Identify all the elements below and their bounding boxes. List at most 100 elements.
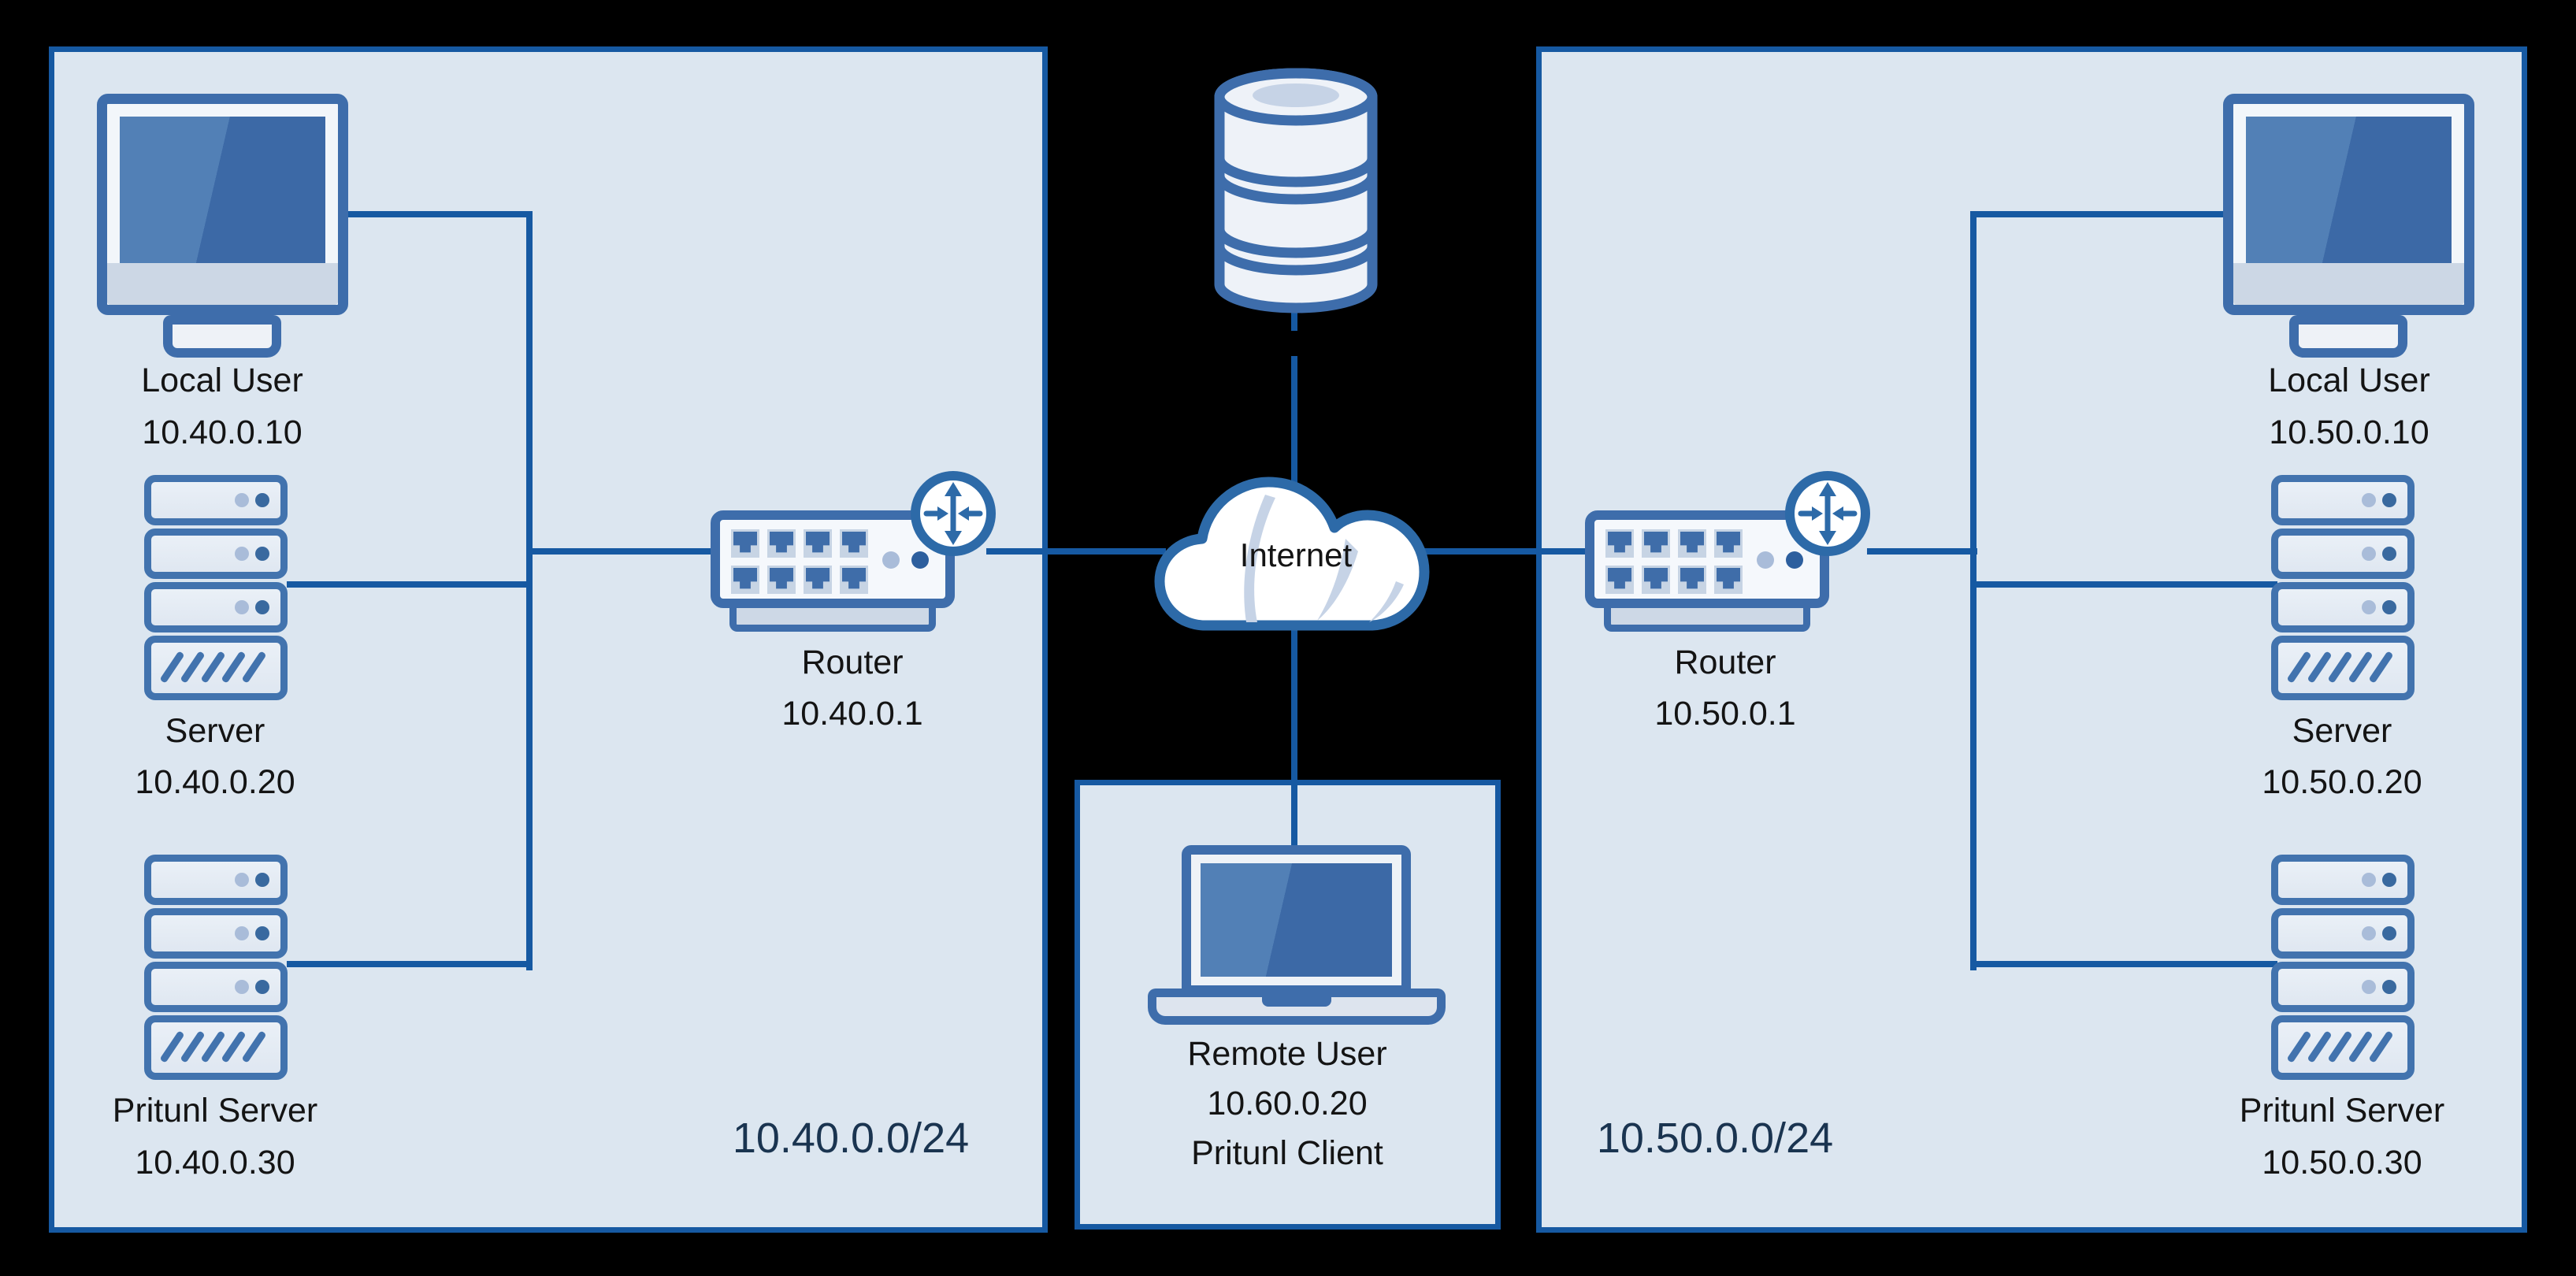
led-icon bbox=[2382, 873, 2396, 887]
led-icon bbox=[1757, 551, 1774, 569]
monitor-frame bbox=[97, 94, 348, 315]
led-icon bbox=[255, 926, 269, 940]
subnet-label: 10.40.0.0/24 bbox=[732, 1115, 970, 1162]
router-label: Router bbox=[801, 644, 904, 681]
led-icon bbox=[235, 600, 249, 614]
server-unit bbox=[2271, 475, 2415, 525]
server-label: Server bbox=[2292, 712, 2392, 750]
router-base bbox=[729, 608, 936, 632]
router-icon bbox=[711, 471, 999, 633]
led-icon bbox=[2362, 600, 2376, 614]
connection-line bbox=[1291, 356, 1297, 486]
router-icon bbox=[1585, 471, 1873, 633]
connection-line bbox=[287, 961, 533, 967]
connection-line bbox=[986, 548, 1166, 555]
laptop-base bbox=[1148, 989, 1446, 1025]
led-icon bbox=[255, 600, 269, 614]
ethernet-port-icon bbox=[731, 566, 759, 594]
ethernet-port-icon bbox=[1642, 566, 1670, 594]
server-unit bbox=[2271, 855, 2415, 905]
led-icon bbox=[2362, 926, 2376, 940]
ethernet-port-icon bbox=[767, 566, 796, 594]
monitor-screen bbox=[120, 117, 325, 263]
database-icon bbox=[1214, 68, 1378, 313]
desktop-computer-icon bbox=[97, 94, 349, 358]
led-icon bbox=[235, 873, 249, 887]
pritunl-server-icon bbox=[144, 855, 288, 1080]
server-unit bbox=[2271, 962, 2415, 1012]
monitor-stand bbox=[163, 315, 281, 358]
desktop-computer-icon bbox=[2223, 94, 2475, 358]
pritunl-server-ip: 10.40.0.30 bbox=[135, 1144, 295, 1181]
connection-line bbox=[287, 581, 533, 588]
routing-symbol-icon bbox=[911, 471, 996, 556]
led-icon bbox=[2382, 926, 2396, 940]
server-unit bbox=[2271, 908, 2415, 959]
pritunl-server-label: Pritunl Server bbox=[2239, 1092, 2445, 1129]
server-unit bbox=[144, 529, 288, 579]
led-icon bbox=[255, 493, 269, 507]
ethernet-port-icon bbox=[1678, 566, 1706, 594]
ethernet-port-icon bbox=[1605, 529, 1634, 558]
local-user-label: Local User bbox=[141, 362, 303, 399]
led-icon bbox=[2382, 493, 2396, 507]
connection-line bbox=[1970, 581, 2277, 588]
server-vent-unit bbox=[144, 1015, 288, 1080]
led-icon bbox=[235, 547, 249, 561]
server-label: Server bbox=[165, 712, 265, 750]
led-icon bbox=[235, 926, 249, 940]
ethernet-port-icon bbox=[1678, 529, 1706, 558]
internet-label: Internet bbox=[1239, 536, 1353, 573]
local-user-label: Local User bbox=[2268, 362, 2430, 399]
monitor-bezel bbox=[107, 263, 338, 305]
led-icon bbox=[2382, 600, 2396, 614]
ethernet-port-icon bbox=[767, 529, 796, 558]
server-unit bbox=[144, 908, 288, 959]
monitor-stand bbox=[2289, 315, 2407, 358]
router-label: Router bbox=[1674, 644, 1776, 681]
led-icon bbox=[2382, 547, 2396, 561]
led-icon bbox=[255, 547, 269, 561]
ethernet-port-icon bbox=[1642, 529, 1670, 558]
connection-line bbox=[1970, 211, 2229, 217]
ethernet-port-icon bbox=[1714, 566, 1743, 594]
server-ip: 10.40.0.20 bbox=[135, 763, 295, 801]
connection-line bbox=[1867, 548, 1977, 555]
server-icon bbox=[2271, 475, 2415, 700]
local-user-ip: 10.50.0.10 bbox=[2269, 414, 2429, 451]
connection-line bbox=[1291, 306, 1297, 331]
server-unit bbox=[144, 475, 288, 525]
server-unit bbox=[144, 855, 288, 905]
server-vent-unit bbox=[2271, 1015, 2415, 1080]
led-icon bbox=[2362, 493, 2376, 507]
remote-user-client: Pritunl Client bbox=[1191, 1134, 1383, 1172]
led-icon bbox=[2362, 873, 2376, 887]
server-unit bbox=[2271, 582, 2415, 632]
pritunl-server-label: Pritunl Server bbox=[112, 1092, 318, 1129]
ethernet-port-icon bbox=[804, 566, 832, 594]
internet-cloud-icon bbox=[1154, 477, 1430, 631]
monitor-screen bbox=[2246, 117, 2452, 263]
led-icon bbox=[255, 873, 269, 887]
led-icon bbox=[255, 980, 269, 994]
led-icon bbox=[235, 493, 249, 507]
connection-line bbox=[1970, 961, 2277, 967]
connection-line bbox=[1414, 548, 1594, 555]
led-icon bbox=[911, 551, 929, 569]
led-icon bbox=[1786, 551, 1803, 569]
ethernet-port-icon bbox=[840, 529, 868, 558]
monitor-bezel bbox=[2233, 263, 2464, 305]
router-ip: 10.50.0.1 bbox=[1654, 695, 1796, 733]
server-unit bbox=[2271, 529, 2415, 579]
routing-symbol-icon bbox=[1785, 471, 1870, 556]
subnet-label: 10.50.0.0/24 bbox=[1596, 1115, 1834, 1162]
connection-line bbox=[526, 548, 720, 555]
ethernet-port-icon bbox=[731, 529, 759, 558]
ethernet-port-icon bbox=[1605, 566, 1634, 594]
monitor-frame bbox=[2223, 94, 2474, 315]
laptop-screen bbox=[1201, 863, 1392, 977]
server-unit bbox=[144, 582, 288, 632]
router-base bbox=[1604, 608, 1810, 632]
led-icon bbox=[882, 551, 900, 569]
